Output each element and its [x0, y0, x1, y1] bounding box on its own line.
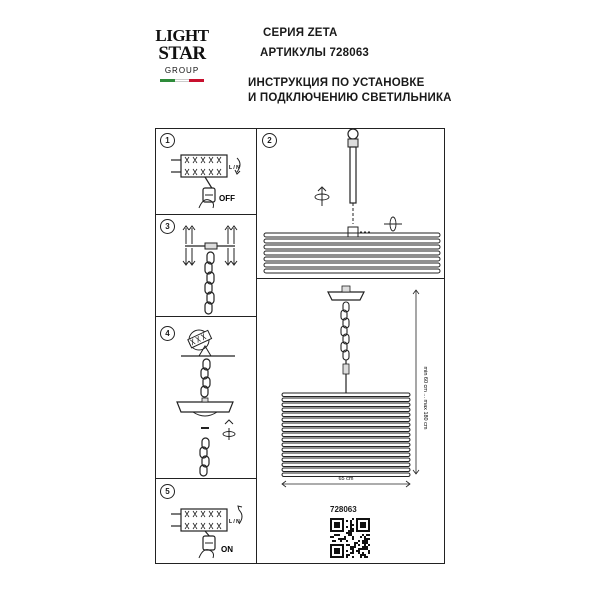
dimensions-frame: [256, 278, 445, 564]
dimensions-illustration: min 60 cm ... max 180 cm 65 cm: [281, 285, 428, 488]
step-3-illustration: [182, 225, 238, 315]
switch-on-label: ON: [221, 545, 233, 554]
brand-logo: LIGHT STAR GROUP: [152, 27, 212, 97]
step-4-number: 4: [160, 326, 175, 341]
switch-off-label: OFF: [219, 194, 235, 203]
step-5-terminal-marks: L / N: [229, 519, 240, 525]
step-3-number: 3: [160, 219, 175, 234]
width-dimension-label: 65 cm: [339, 476, 354, 482]
step-1-number: 1: [160, 133, 175, 148]
instruction-title-line1: ИНСТРУКЦИЯ ПО УСТАНОВКЕ: [248, 77, 425, 89]
brand-line2: STAR: [158, 43, 206, 64]
step-5-number: 5: [160, 484, 175, 499]
qr-code-icon: [330, 518, 370, 558]
step-5-illustration: L / N ON: [171, 505, 243, 559]
step-4-illustration: [176, 329, 236, 477]
article-numbers: АРТИКУЛЫ 728063: [260, 47, 370, 59]
brand-line1: LIGHT: [155, 26, 209, 45]
step-1-illustration: L / N OFF: [171, 154, 241, 209]
series-name: СЕРИЯ ZETA: [263, 27, 338, 39]
step-2-illustration: [263, 128, 441, 274]
step-2-number: 2: [262, 133, 277, 148]
height-dimension-label: min 60 cm ... max 180 cm: [422, 367, 428, 430]
instruction-title-line2: И ПОДКЛЮЧЕНИЮ СВЕТИЛЬНИКА: [248, 92, 452, 104]
article-code: 728063: [330, 505, 357, 514]
italian-flag-icon: [160, 79, 205, 82]
brand-line3: GROUP: [164, 66, 200, 75]
step-1-terminal-marks: L / N: [229, 165, 240, 171]
